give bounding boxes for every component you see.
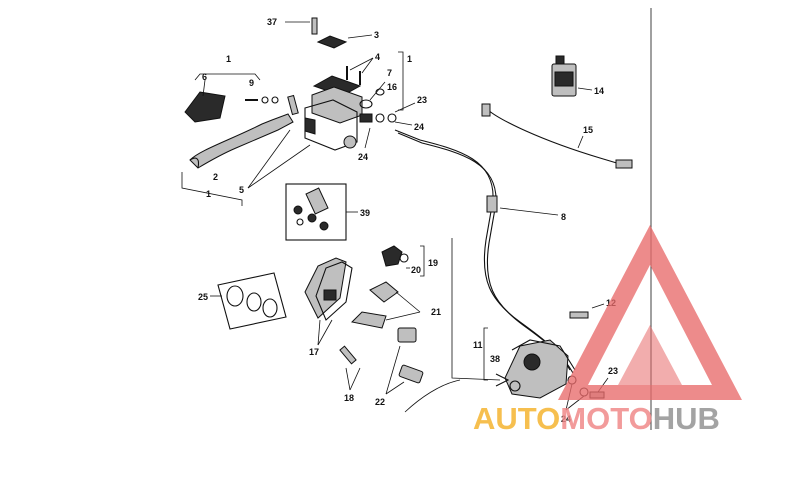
callout-22: 22 bbox=[375, 397, 385, 407]
watermark-text: AUTOMOTOHUB bbox=[473, 401, 720, 436]
reservoir-cap bbox=[316, 35, 348, 49]
callout-24-right: 24 bbox=[414, 122, 424, 132]
bleed-screw-18 bbox=[339, 345, 361, 391]
callout-14: 14 bbox=[594, 86, 604, 96]
master-cylinder-body bbox=[304, 99, 358, 151]
callout-8: 8 bbox=[561, 212, 566, 222]
callout-24-below: 24 bbox=[358, 152, 368, 162]
callout-6: 6 bbox=[202, 72, 207, 82]
callout-9: 9 bbox=[249, 78, 254, 88]
pivot-bolt bbox=[287, 94, 299, 116]
callout-1-top: 1 bbox=[226, 54, 231, 64]
callout-1-right: 1 bbox=[407, 54, 412, 64]
callout-25: 25 bbox=[198, 292, 208, 302]
callout-17: 17 bbox=[309, 347, 319, 357]
callout-37: 37 bbox=[267, 17, 277, 27]
master-cylinder-assembly bbox=[181, 17, 416, 206]
banjo-bolt bbox=[359, 113, 373, 123]
callout-7: 7 bbox=[387, 68, 392, 78]
pins-22 bbox=[385, 327, 424, 395]
callout-19: 19 bbox=[428, 258, 438, 268]
callout-15: 15 bbox=[583, 125, 593, 135]
sensor-cable-15 bbox=[481, 103, 633, 169]
clamp-bracket-6 bbox=[184, 91, 226, 123]
callout-39: 39 bbox=[360, 208, 370, 218]
bolt-37 bbox=[311, 17, 318, 35]
callout-16: 16 bbox=[387, 82, 397, 92]
reservoir-body bbox=[311, 86, 363, 124]
brake-fluid-bottle bbox=[551, 55, 593, 97]
washer-7 bbox=[359, 99, 373, 109]
callout-11: 11 bbox=[473, 340, 483, 350]
callout-3: 3 bbox=[374, 30, 379, 40]
callout-21: 21 bbox=[431, 307, 441, 317]
piston-kit-39 bbox=[285, 183, 358, 241]
automotohub-watermark: AUTOMOTOHUB bbox=[473, 225, 742, 436]
callout-23-top: 23 bbox=[417, 95, 427, 105]
callout-20: 20 bbox=[411, 265, 421, 275]
brake-pads-17 bbox=[304, 257, 353, 346]
callout-2: 2 bbox=[213, 172, 218, 182]
callout-23-bottom: 23 bbox=[608, 366, 618, 376]
callout-5: 5 bbox=[239, 185, 244, 195]
callout-4: 4 bbox=[375, 52, 380, 62]
watermark-triangle-logo bbox=[558, 225, 742, 400]
callout-18: 18 bbox=[344, 393, 354, 403]
brake-caliper-38 bbox=[404, 238, 576, 413]
callout-1-bottom: 1 bbox=[206, 189, 211, 199]
pad-pin-clip-20 bbox=[381, 245, 425, 277]
washer-16 bbox=[375, 88, 385, 96]
pad-springs-21 bbox=[350, 281, 421, 329]
caliper-seals-25 bbox=[210, 272, 287, 330]
callout-38: 38 bbox=[490, 354, 500, 364]
callout-24-bottom: 24 bbox=[561, 414, 571, 424]
brake-lever bbox=[189, 113, 294, 169]
